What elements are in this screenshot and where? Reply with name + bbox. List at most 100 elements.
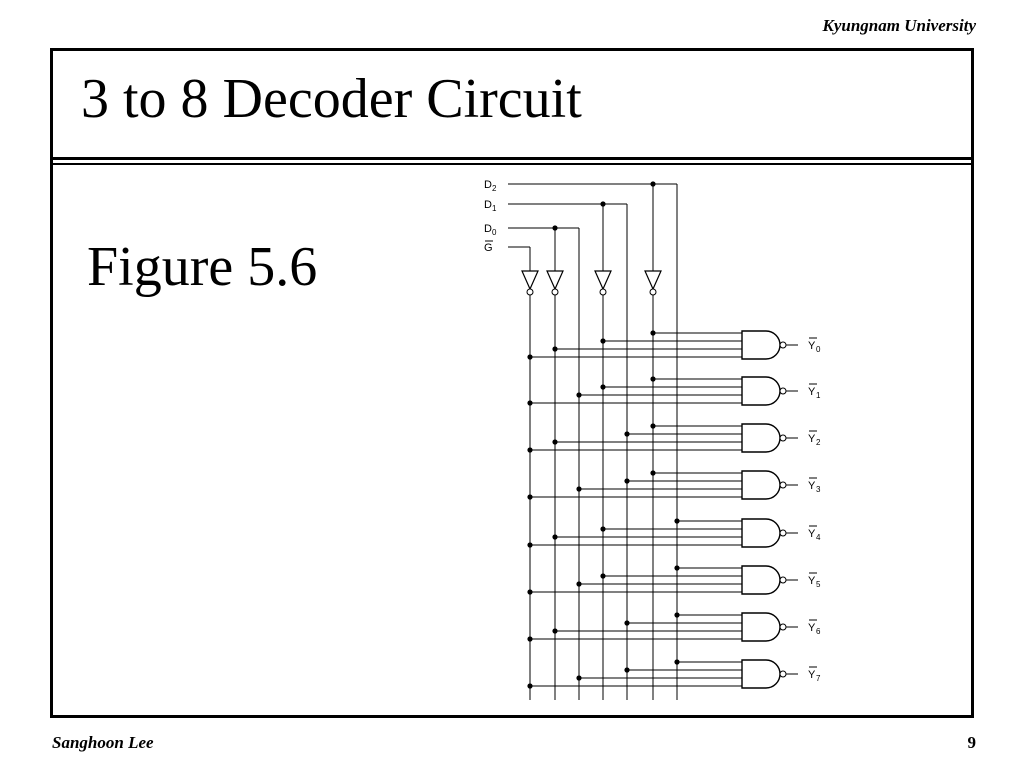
nand-gate-y0 bbox=[741, 330, 781, 360]
junction-dot bbox=[576, 486, 582, 492]
svg-text:1: 1 bbox=[492, 204, 497, 213]
output-bubble bbox=[779, 481, 787, 489]
svg-text:0: 0 bbox=[816, 345, 821, 354]
inverter-buffer bbox=[546, 270, 564, 291]
svg-text:2: 2 bbox=[492, 184, 497, 193]
output-bubble bbox=[779, 434, 787, 442]
junction-dot bbox=[576, 675, 582, 681]
output-bubble bbox=[779, 529, 787, 537]
svg-text:D: D bbox=[484, 199, 492, 211]
nand-gate-y5 bbox=[741, 565, 781, 595]
junction-dot bbox=[674, 565, 680, 571]
junction-dot bbox=[650, 330, 656, 336]
title-area: 3 to 8 Decoder Circuit bbox=[53, 51, 971, 157]
output-bubble bbox=[779, 670, 787, 678]
junction-dot bbox=[552, 439, 558, 445]
junction-dot bbox=[552, 225, 558, 231]
junction-dot bbox=[527, 447, 533, 453]
svg-text:Y: Y bbox=[808, 528, 816, 540]
junction-dot bbox=[650, 376, 656, 382]
university-label: Kyungnam University bbox=[822, 16, 977, 35]
nand-gate-y1 bbox=[741, 376, 781, 406]
slide-frame: 3 to 8 Decoder Circuit Figure 5.6 bbox=[50, 48, 974, 718]
junction-dot bbox=[552, 534, 558, 540]
junction-dot bbox=[600, 573, 606, 579]
inverter-buffer bbox=[521, 270, 539, 291]
title-separator-top bbox=[53, 157, 971, 160]
junction-dot bbox=[674, 518, 680, 524]
junction-dot bbox=[552, 346, 558, 352]
junction-dot bbox=[624, 667, 630, 673]
junction-dot bbox=[624, 478, 630, 484]
inverter-bubble bbox=[649, 288, 657, 296]
junction-dot bbox=[527, 589, 533, 595]
slide-title: 3 to 8 Decoder Circuit bbox=[81, 68, 582, 130]
junction-dot bbox=[552, 628, 558, 634]
nand-gate-y4 bbox=[741, 518, 781, 548]
inverter-bubble bbox=[526, 288, 534, 296]
nand-gate-y7 bbox=[741, 659, 781, 689]
nand-gate-y6 bbox=[741, 612, 781, 642]
author-name: Sanghoon Lee bbox=[52, 733, 154, 752]
svg-text:Y: Y bbox=[808, 669, 816, 681]
inverter-bubble bbox=[599, 288, 607, 296]
junction-dot bbox=[527, 542, 533, 548]
svg-text:Y: Y bbox=[808, 622, 816, 634]
svg-text:0: 0 bbox=[492, 228, 497, 237]
junction-dot bbox=[674, 659, 680, 665]
junction-dot bbox=[527, 494, 533, 500]
junction-dot bbox=[527, 683, 533, 689]
svg-text:Y: Y bbox=[808, 340, 816, 352]
svg-text:5: 5 bbox=[816, 580, 821, 589]
svg-text:Y: Y bbox=[808, 386, 816, 398]
junction-dot bbox=[600, 526, 606, 532]
output-bubble bbox=[779, 341, 787, 349]
junction-dot bbox=[650, 423, 656, 429]
junction-dot bbox=[600, 384, 606, 390]
output-bubble bbox=[779, 387, 787, 395]
junction-dot bbox=[624, 620, 630, 626]
page-number: 9 bbox=[967, 733, 977, 752]
svg-text:D: D bbox=[484, 223, 492, 235]
inverter-buffer bbox=[594, 270, 612, 291]
svg-text:G: G bbox=[484, 242, 493, 254]
junction-dot bbox=[527, 400, 533, 406]
junction-dot bbox=[527, 354, 533, 360]
inverter-bubble bbox=[551, 288, 559, 296]
nand-gate-y3 bbox=[741, 470, 781, 500]
svg-text:1: 1 bbox=[816, 391, 821, 400]
svg-text:Y: Y bbox=[808, 433, 816, 445]
inverter-buffer bbox=[644, 270, 662, 291]
svg-text:Y: Y bbox=[808, 480, 816, 492]
junction-dot bbox=[674, 612, 680, 618]
svg-text:Y: Y bbox=[808, 575, 816, 587]
junction-dot bbox=[576, 581, 582, 587]
output-bubble bbox=[779, 623, 787, 631]
svg-text:3: 3 bbox=[816, 485, 821, 494]
title-separator-bottom bbox=[53, 163, 971, 165]
circuit-gates bbox=[521, 270, 787, 689]
svg-text:4: 4 bbox=[816, 533, 821, 542]
input-label-g: G bbox=[484, 240, 493, 254]
junction-dot bbox=[600, 201, 606, 207]
junction-dot bbox=[576, 392, 582, 398]
junction-dot bbox=[527, 636, 533, 642]
svg-text:2: 2 bbox=[816, 438, 821, 447]
junction-dot bbox=[650, 470, 656, 476]
junction-dots bbox=[527, 181, 680, 689]
svg-text:D: D bbox=[484, 179, 492, 191]
